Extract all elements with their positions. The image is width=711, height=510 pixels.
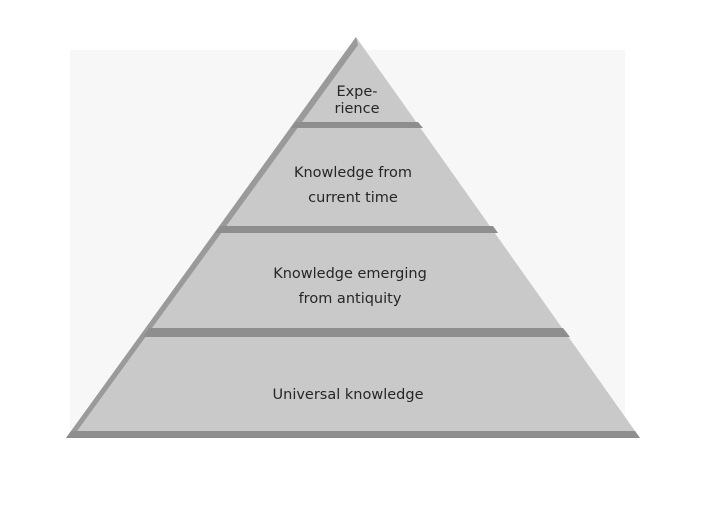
level-current-knowledge: Knowledge from current time <box>294 165 412 206</box>
separator-band-2 <box>215 226 498 233</box>
separator-band-3 <box>143 328 570 337</box>
level-universal-knowledge: Universal knowledge <box>273 387 424 403</box>
level-label-line: Knowledge from <box>294 165 412 181</box>
separator-band-1 <box>291 122 423 128</box>
level-label-line: from antiquity <box>299 291 402 307</box>
level-experience: Expe- rience <box>335 84 380 117</box>
base-band <box>66 431 640 438</box>
level-label-line: Expe- <box>336 84 377 100</box>
pyramid-left-edge <box>66 37 358 438</box>
pyramid-body <box>66 37 640 438</box>
level-label-line: rience <box>335 101 380 117</box>
level-antiquity-knowledge: Knowledge emerging from antiquity <box>273 266 427 307</box>
level-label-line: Universal knowledge <box>273 387 424 403</box>
level-label-line: current time <box>308 190 398 206</box>
level-label-line: Knowledge emerging <box>273 266 427 282</box>
